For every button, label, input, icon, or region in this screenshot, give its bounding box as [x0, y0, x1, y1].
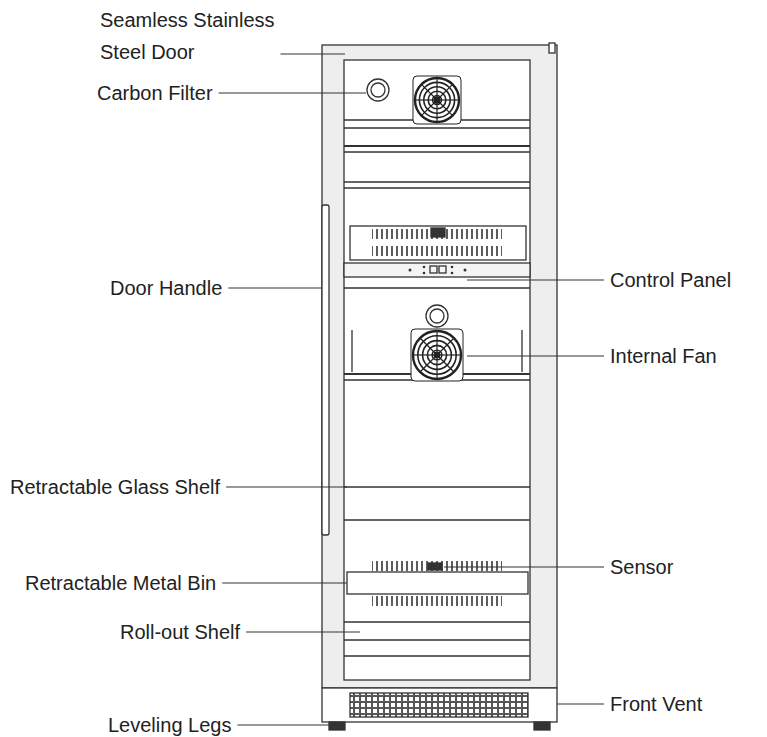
part-label: Leveling Legs	[108, 709, 231, 737]
leader-line	[444, 566, 604, 567]
fan-bracket	[521, 330, 522, 372]
vent-slots	[372, 596, 502, 606]
leader-line	[246, 631, 360, 632]
metal-bin	[347, 572, 528, 594]
shelf-line	[344, 151, 530, 152]
shelf-line	[344, 127, 530, 128]
part-label: Seamless Stainless Steel Door	[100, 4, 315, 68]
leader-line	[219, 92, 366, 93]
rollout-shelf	[344, 639, 530, 640]
sensor-block	[431, 228, 445, 237]
leader-line	[281, 53, 345, 54]
door-frame	[322, 45, 557, 688]
part-label: Retractable Glass Shelf	[10, 471, 220, 503]
part-label: Control Panel	[610, 264, 731, 296]
part-label: Internal Fan	[610, 340, 717, 372]
leveling-leg	[534, 722, 550, 730]
leader-line	[226, 486, 347, 487]
part-label: Roll-out Shelf	[120, 616, 240, 648]
vent-slots	[372, 246, 502, 256]
part-label: Carbon Filter	[97, 77, 213, 109]
display-digit	[430, 266, 437, 273]
vent-slots	[372, 229, 502, 239]
shelf-line	[344, 519, 530, 520]
fan	[411, 329, 463, 381]
leader-line	[222, 582, 347, 583]
part-label: Front Vent	[610, 688, 702, 720]
leader-line	[228, 287, 321, 288]
leader-line	[467, 355, 604, 356]
carbon-filter-core	[371, 83, 385, 97]
front-vent	[350, 693, 528, 717]
part-label: Door Handle	[110, 272, 222, 304]
leveling-leg	[329, 722, 345, 730]
upper-sensor-panel	[350, 226, 526, 260]
vent-slots	[372, 561, 502, 571]
carbon-filter-core	[430, 309, 444, 323]
fan-bracket	[351, 330, 352, 372]
leader-line	[237, 724, 329, 725]
hinge	[549, 43, 555, 53]
sensor-block	[428, 563, 442, 570]
glass-shelf	[344, 486, 530, 488]
shelf-line	[344, 655, 530, 656]
control-panel	[344, 263, 530, 277]
carbon-filter	[367, 79, 389, 101]
part-label: Retractable Metal Bin	[25, 567, 216, 599]
base	[322, 688, 557, 722]
shelf-line	[344, 287, 530, 288]
shelf-line	[344, 187, 530, 188]
door-handle	[322, 205, 329, 535]
control-buttons	[409, 266, 467, 275]
part-label: Sensor	[610, 551, 673, 583]
leader-line	[467, 279, 604, 280]
fans	[411, 76, 463, 381]
rollout-shelf	[344, 621, 530, 622]
carbon-filter	[426, 305, 448, 327]
shelf-line	[344, 145, 530, 147]
display-digit	[439, 266, 446, 273]
fan	[413, 76, 461, 124]
shelf-line	[344, 181, 530, 182]
glass-window	[344, 60, 530, 680]
leader-line	[557, 703, 604, 704]
